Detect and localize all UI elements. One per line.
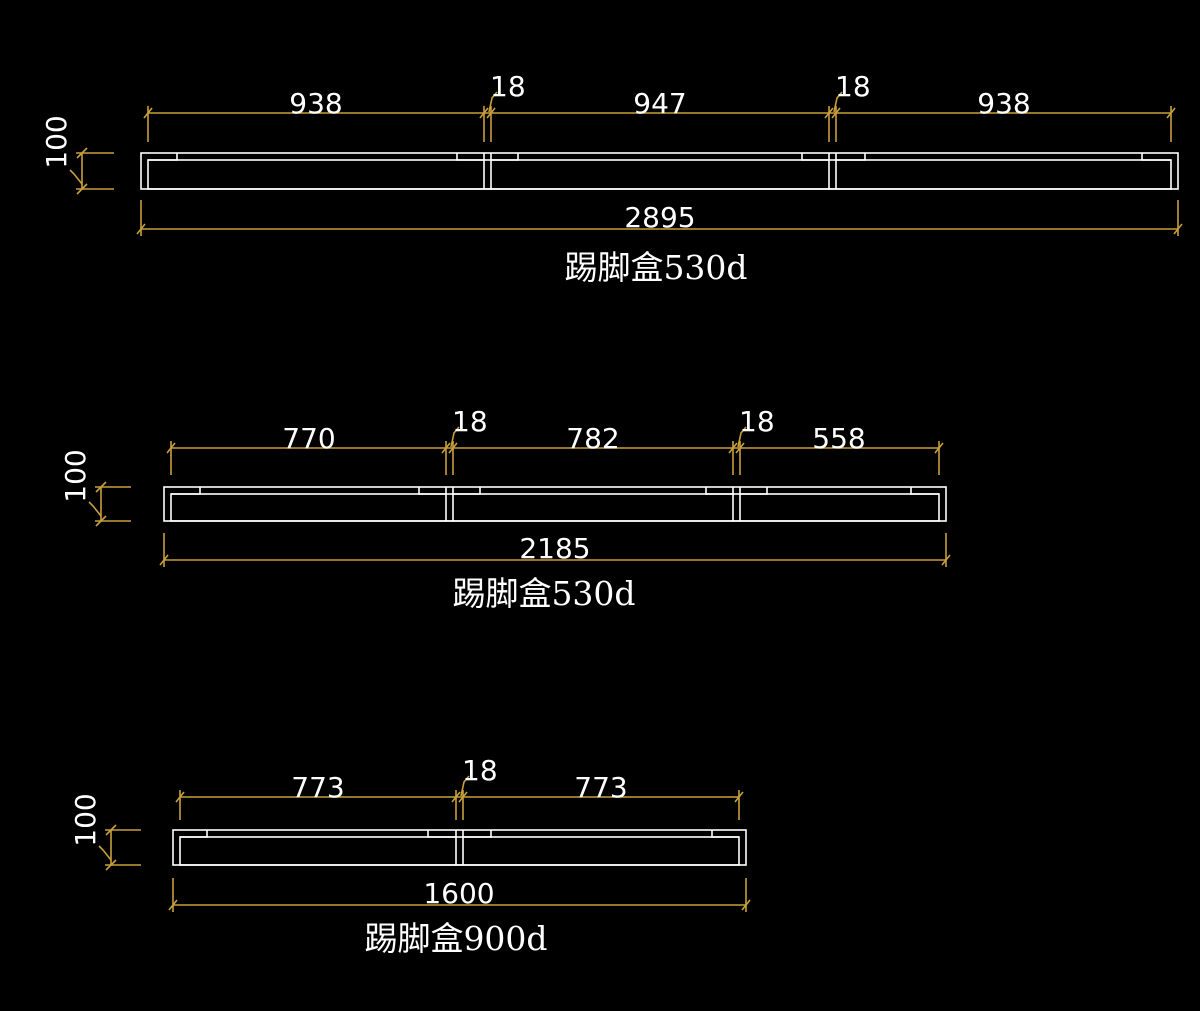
total-length-label: 1600 (423, 877, 494, 910)
height-dimension-label: 100 (69, 793, 102, 846)
total-length-label: 2185 (519, 532, 590, 565)
box-outline (163, 486, 947, 522)
baseboard-box-drawing-3: 773 773 18 1600 100 踢脚盒900d (69, 754, 751, 958)
joint-dimension-label: 18 (452, 405, 488, 438)
baseboard-box-drawing-1: 938 947 938 18 18 2895 100 踢脚盒530d (40, 70, 1183, 287)
drawing-caption: 踢脚盒530d (452, 574, 635, 613)
segment-dimension-label: 938 (977, 87, 1030, 120)
joint-dimension-label: 18 (739, 405, 775, 438)
drawing-caption: 踢脚盒530d (564, 248, 747, 287)
segment-dimension-label: 782 (566, 422, 619, 455)
joint-dimension-label: 18 (490, 70, 526, 103)
segment-dimension-label: 558 (812, 422, 865, 455)
segment-dimension-label: 770 (282, 422, 335, 455)
dimension-lines (98, 775, 751, 912)
segment-dimension-label: 938 (289, 87, 342, 120)
height-dimension-label: 100 (40, 115, 73, 168)
joint-dimension-label: 18 (835, 70, 871, 103)
box-outline (140, 152, 1179, 190)
drawing-caption: 踢脚盒900d (364, 919, 547, 958)
dimension-texts: 773 773 18 1600 100 (69, 754, 628, 910)
dimension-texts: 938 947 938 18 18 2895 100 (40, 70, 1031, 234)
segment-dimension-label: 773 (574, 771, 627, 804)
dimension-lines (69, 91, 1183, 236)
joint-dimension-label: 18 (462, 754, 498, 787)
segment-dimension-label: 947 (633, 87, 686, 120)
segment-dimension-label: 773 (291, 771, 344, 804)
dimension-lines (88, 426, 951, 567)
total-length-label: 2895 (624, 201, 695, 234)
dimension-texts: 770 782 558 18 18 2185 100 (59, 405, 866, 565)
height-dimension-label: 100 (59, 449, 92, 502)
baseboard-box-drawing-2: 770 782 558 18 18 2185 100 踢脚盒530d (59, 405, 951, 613)
box-outline (172, 829, 747, 866)
